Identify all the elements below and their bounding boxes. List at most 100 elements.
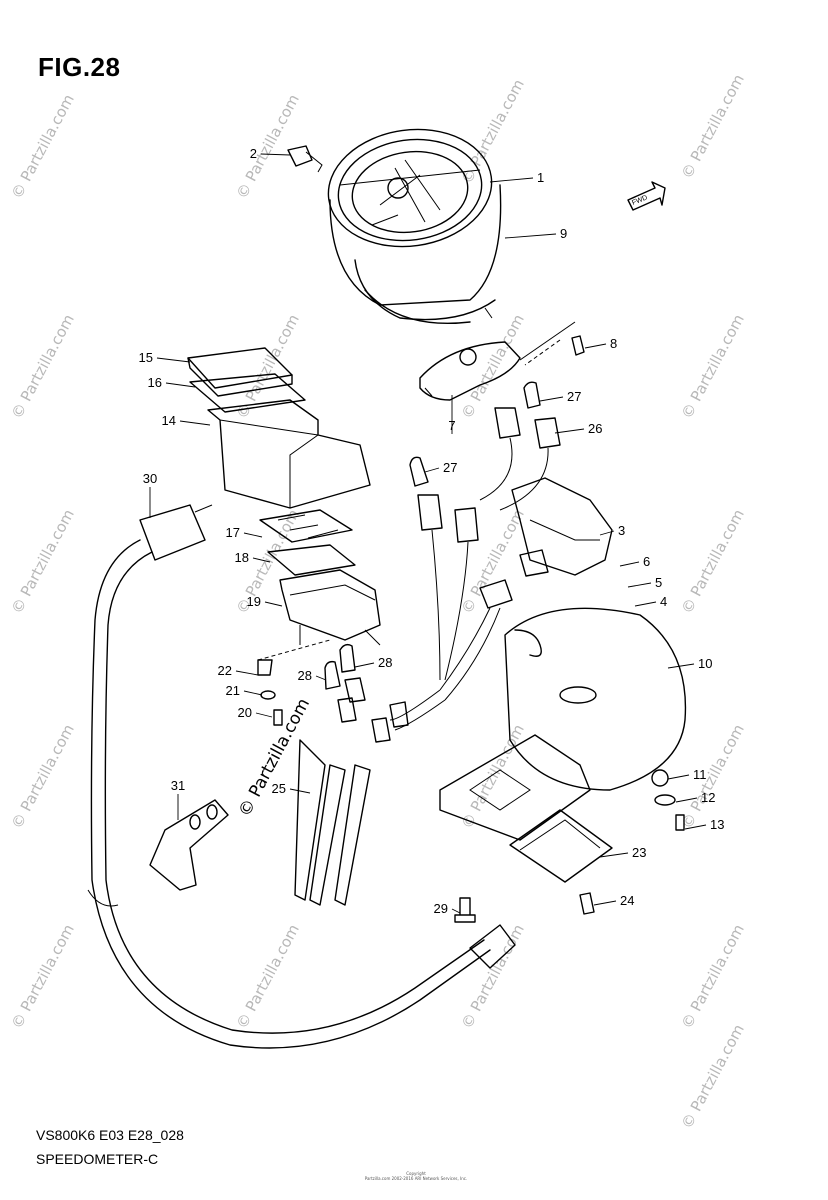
callout-number-19: 19 bbox=[247, 594, 261, 609]
callout-number-25: 25 bbox=[272, 781, 286, 796]
callout-number-16: 16 bbox=[148, 375, 162, 390]
callout-leader-19 bbox=[264, 601, 283, 607]
speedometer-cable bbox=[87, 504, 516, 1049]
callout-number-27: 27 bbox=[443, 460, 457, 475]
section-name: SPEEDOMETER-C bbox=[36, 1151, 159, 1167]
watermark-faint-18: © Partzilla.com bbox=[678, 921, 748, 1032]
watermark-faint-6: © Partzilla.com bbox=[458, 311, 528, 422]
meter-cover bbox=[439, 607, 687, 841]
callout-number-10: 10 bbox=[698, 656, 712, 671]
callout-layer: 1234567891011121314151617181920212223242… bbox=[139, 146, 725, 916]
callout-leader-12 bbox=[675, 797, 698, 803]
callout-leader-6 bbox=[619, 561, 640, 567]
callout-leader-2 bbox=[260, 153, 291, 156]
callout-number-27: 27 bbox=[567, 389, 581, 404]
callout-leader-1 bbox=[489, 177, 534, 183]
watermark-faint-1: © Partzilla.com bbox=[233, 91, 303, 202]
callout-number-8: 8 bbox=[610, 336, 617, 351]
callout-number-13: 13 bbox=[710, 817, 724, 832]
watermark-faint-14: © Partzilla.com bbox=[678, 721, 748, 832]
callout-leader-22 bbox=[235, 670, 259, 676]
callout-leader-25 bbox=[289, 788, 311, 794]
callout-number-26: 26 bbox=[588, 421, 602, 436]
reset-switch-bracket bbox=[419, 321, 585, 401]
figure-title: FIG.28 bbox=[38, 52, 121, 82]
watermark-faint-12: © Partzilla.com bbox=[8, 721, 78, 832]
watermark-faint-4: © Partzilla.com bbox=[8, 311, 78, 422]
callout-number-17: 17 bbox=[226, 525, 240, 540]
callout-leader-5 bbox=[627, 582, 652, 588]
copyright-notice: Copyright Partzilla.com 2002-2016 ARI Ne… bbox=[356, 1171, 476, 1181]
callout-number-30: 30 bbox=[143, 471, 157, 486]
callout-leader-24 bbox=[593, 900, 617, 906]
callout-number-29: 29 bbox=[434, 901, 448, 916]
callout-number-9: 9 bbox=[560, 226, 567, 241]
speedometer-meter bbox=[327, 128, 502, 325]
callout-leader-8 bbox=[584, 343, 607, 349]
callout-number-5: 5 bbox=[655, 575, 662, 590]
watermark-faint-3: © Partzilla.com bbox=[678, 71, 748, 182]
callout-leader-20 bbox=[255, 712, 273, 718]
callout-number-20: 20 bbox=[238, 705, 252, 720]
watermark-faint-7: © Partzilla.com bbox=[678, 311, 748, 422]
watermark-faint-16: © Partzilla.com bbox=[233, 921, 303, 1032]
callout-leader-21 bbox=[243, 690, 263, 696]
cable-guide-bracket bbox=[149, 799, 229, 891]
forward-arrow-icon: FWD bbox=[627, 181, 666, 211]
callout-number-1: 1 bbox=[537, 170, 544, 185]
watermark-faint-2: © Partzilla.com bbox=[458, 76, 528, 187]
callout-number-14: 14 bbox=[162, 413, 176, 428]
watermark-faint-19: © Partzilla.com bbox=[678, 1021, 748, 1132]
meter-housing bbox=[187, 347, 371, 509]
callout-leader-14 bbox=[179, 420, 211, 426]
callout-leader-4 bbox=[634, 601, 657, 607]
assembly-guide-lines bbox=[257, 339, 561, 661]
callout-leader-27 bbox=[424, 467, 440, 473]
callout-number-28: 28 bbox=[378, 655, 392, 670]
callout-number-3: 3 bbox=[618, 523, 625, 538]
callout-number-2: 2 bbox=[250, 146, 257, 161]
small-fasteners bbox=[257, 659, 283, 726]
callout-leader-10 bbox=[667, 663, 695, 669]
callout-leader-17 bbox=[243, 532, 263, 538]
callout-number-18: 18 bbox=[235, 550, 249, 565]
wiring-harness bbox=[294, 381, 561, 906]
callout-leader-28 bbox=[354, 662, 375, 668]
callout-number-11: 11 bbox=[693, 767, 707, 782]
watermark-faint-10: © Partzilla.com bbox=[458, 506, 528, 617]
cable-clamp bbox=[509, 809, 613, 915]
copyright-line-1: Copyright bbox=[406, 1171, 426, 1176]
callout-number-24: 24 bbox=[620, 893, 634, 908]
callout-leader-11 bbox=[667, 774, 690, 780]
callout-number-28: 28 bbox=[298, 668, 312, 683]
watermark-faint-17: © Partzilla.com bbox=[458, 921, 528, 1032]
callout-leader-27 bbox=[539, 396, 564, 402]
watermark-faint-0: © Partzilla.com bbox=[8, 91, 78, 202]
watermark-faint-15: © Partzilla.com bbox=[8, 921, 78, 1032]
callout-leader-15 bbox=[156, 357, 191, 363]
callout-leader-28 bbox=[315, 675, 327, 681]
callout-leader-18 bbox=[252, 557, 271, 563]
callout-number-23: 23 bbox=[632, 845, 646, 860]
copyright-line-2: Partzilla.com 2002-2016 ARI Network Serv… bbox=[364, 1176, 468, 1181]
watermark-faint-8: © Partzilla.com bbox=[8, 506, 78, 617]
callout-number-4: 4 bbox=[660, 594, 667, 609]
callout-number-12: 12 bbox=[701, 790, 715, 805]
callout-number-7: 7 bbox=[448, 418, 455, 433]
mount-bolt bbox=[454, 897, 476, 923]
indicator-lens-case bbox=[259, 509, 381, 646]
callout-leader-29 bbox=[451, 908, 461, 914]
indicator-bulb-socket bbox=[287, 145, 323, 173]
callout-leader-3 bbox=[599, 530, 615, 536]
watermark-faint-11: © Partzilla.com bbox=[678, 506, 748, 617]
watermark-faint-13: © Partzilla.com bbox=[458, 721, 528, 832]
callout-leader-13 bbox=[684, 824, 707, 830]
callout-number-15: 15 bbox=[139, 350, 153, 365]
callout-number-21: 21 bbox=[226, 683, 240, 698]
callout-number-22: 22 bbox=[218, 663, 232, 678]
watermark-layer: © Partzilla.com© Partzilla.com© Partzill… bbox=[8, 71, 748, 1132]
callout-leader-23 bbox=[599, 852, 629, 858]
callout-leader-26 bbox=[554, 428, 585, 434]
harness-bracket bbox=[511, 477, 613, 577]
